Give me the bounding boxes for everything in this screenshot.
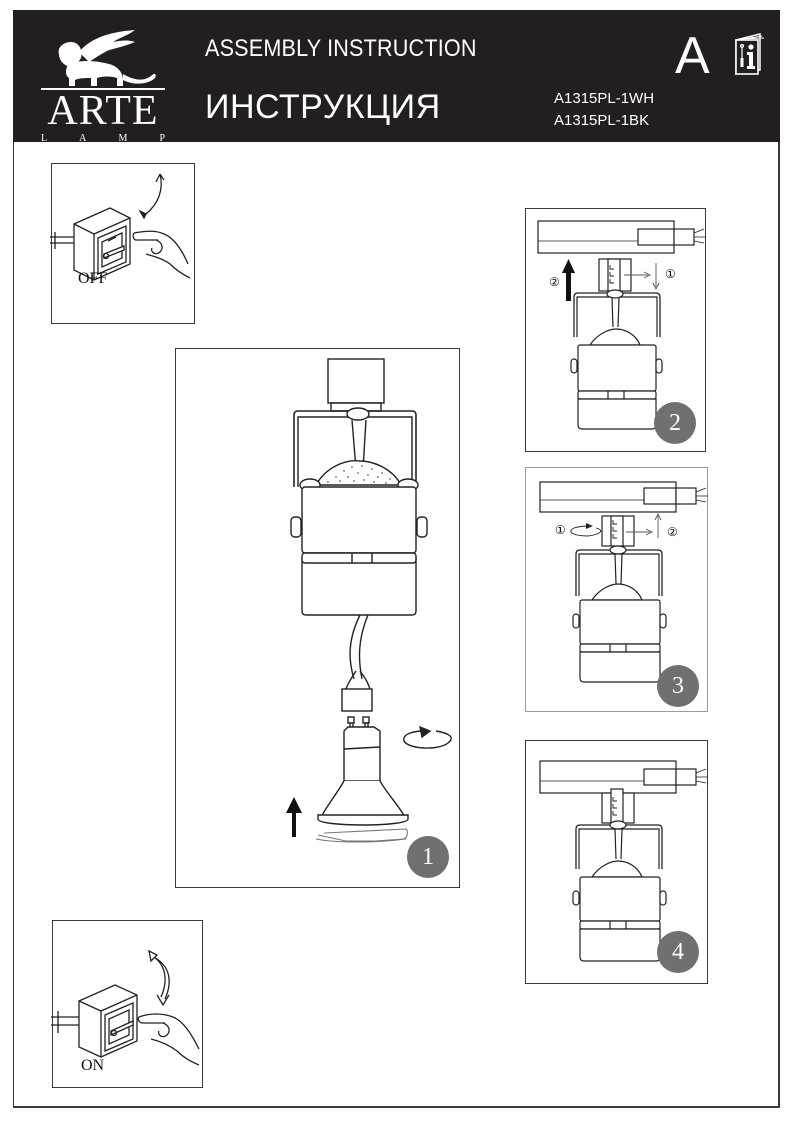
model-number: A1315PL-1WH — [554, 90, 655, 107]
step-number-badge: 3 — [657, 665, 699, 707]
brand-sub-letter: P — [159, 133, 165, 144]
step-number-badge: 1 — [407, 836, 449, 878]
track-mount-diagram — [537, 220, 706, 430]
step2-panel: ① ② 2 — [525, 208, 706, 452]
manual-book-icon — [735, 33, 765, 75]
bulb-install-diagram — [286, 358, 452, 843]
model-number: A1315PL-1BK — [554, 112, 650, 129]
section-letter: A — [675, 27, 710, 85]
step-number-badge: 4 — [657, 931, 699, 973]
step-marker-2: ② — [549, 275, 560, 289]
step-marker-1: ① — [665, 267, 676, 281]
title-russian: ИНСТРУКЦИЯ — [205, 88, 441, 126]
title-english: ASSEMBLY INSTRUCTION — [205, 35, 477, 62]
winged-lion-icon — [41, 30, 165, 90]
switch-off-label: OFF — [78, 270, 108, 287]
step-number-badge: 2 — [654, 402, 696, 444]
switch-on-label: ON — [81, 1057, 105, 1074]
track-lock-diagram — [539, 481, 708, 683]
brand-sub-letter: M — [118, 133, 128, 144]
brand-sub-letter: A — [79, 133, 87, 144]
step4-panel: 4 — [525, 740, 708, 984]
step1-panel: 1 — [175, 348, 460, 888]
switch-off-panel: OFF — [50, 163, 195, 324]
brand-subtitle: L A M P — [41, 133, 165, 144]
brand-name: ARTE — [47, 88, 159, 134]
step-marker-2: ② — [667, 525, 678, 539]
step-marker-1: ① — [555, 523, 566, 537]
brand-logo: ARTE L A M P — [39, 24, 167, 144]
header-bar: ARTE L A M P ASSEMBLY INSTRUCTION ИНСТРУ… — [13, 10, 780, 144]
brand-sub-letter: L — [41, 133, 48, 144]
wall-switch-on-icon — [51, 949, 200, 1066]
track-mounted-diagram — [539, 760, 708, 962]
step3-panel: ① ② 3 — [525, 467, 708, 712]
switch-on-panel: ON — [51, 920, 203, 1088]
model-list: A1315PL-1WH A1315PL-1BK — [554, 88, 654, 132]
wall-switch-off-icon — [50, 173, 191, 281]
